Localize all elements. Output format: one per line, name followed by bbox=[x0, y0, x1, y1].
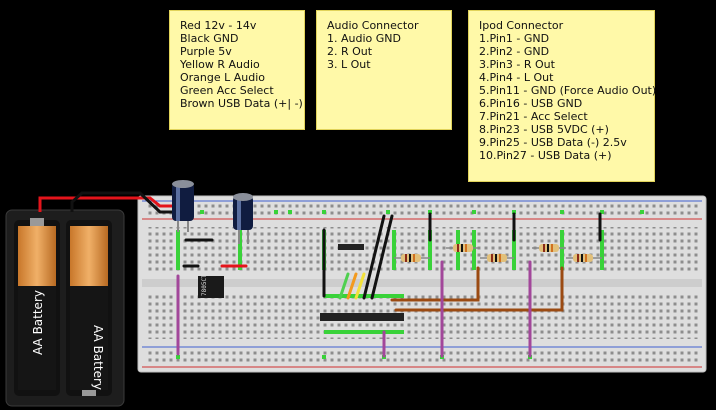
note-line: 2. R Out bbox=[327, 45, 373, 58]
resistor-1 bbox=[394, 254, 430, 262]
wires bbox=[176, 212, 602, 358]
resistor-3 bbox=[480, 254, 514, 262]
note-line: Purple 5v bbox=[180, 45, 232, 58]
note-line: Audio Connector bbox=[327, 19, 419, 32]
note-line: Yellow R Audio bbox=[180, 58, 260, 71]
note-line: 10.Pin27 - USB Data (+) bbox=[479, 149, 612, 162]
regulator-label: 7805CT bbox=[201, 274, 208, 296]
note-line: 3. L Out bbox=[327, 58, 371, 71]
note-line: 3.Pin3 - R Out bbox=[479, 58, 555, 71]
note-line: 6.Pin16 - USB GND bbox=[479, 97, 583, 110]
note-line: Black GND bbox=[180, 32, 239, 45]
note-audio-connector: Audio Connector 1. Audio GND 2. R Out 3.… bbox=[316, 10, 452, 130]
note-line: 9.Pin25 - USB Data (-) 2.5v bbox=[479, 136, 627, 149]
note-line: 2.Pin2 - GND bbox=[479, 45, 550, 58]
ipod-header bbox=[320, 313, 404, 321]
battery-leads bbox=[38, 191, 186, 214]
resistor-2 bbox=[446, 244, 480, 252]
note-line: 7.Pin21 - Acc Select bbox=[479, 110, 588, 123]
note-line: 1.Pin1 - GND bbox=[479, 32, 550, 45]
resistor-5 bbox=[566, 254, 602, 262]
resistor-4 bbox=[532, 244, 566, 252]
note-line: 5.Pin11 - GND (Force Audio Out) bbox=[479, 84, 657, 97]
note-line: Red 12v - 14v bbox=[180, 19, 257, 32]
capacitor-2 bbox=[233, 193, 253, 244]
battery-label-1: AA Battery bbox=[31, 290, 45, 355]
battery-pack: AA Battery AA Battery bbox=[5, 209, 125, 407]
note-line: 1. Audio GND bbox=[327, 32, 401, 45]
note-line: Green Acc Select bbox=[180, 84, 274, 97]
capacitor-1 bbox=[172, 180, 194, 232]
battery-label-2: AA Battery bbox=[91, 325, 105, 390]
note-line: 4.Pin4 - L Out bbox=[479, 71, 554, 84]
audio-header bbox=[338, 244, 364, 250]
note-line: Orange L Audio bbox=[180, 71, 266, 84]
note-line: Brown USB Data (+| -) bbox=[180, 97, 303, 110]
voltage-regulator: 7805CT bbox=[198, 274, 224, 298]
note-wire-colors: Red 12v - 14v Black GND Purple 5v Yellow… bbox=[169, 10, 305, 130]
note-line: 8.Pin23 - USB 5VDC (+) bbox=[479, 123, 609, 136]
note-line: Ipod Connector bbox=[479, 19, 564, 32]
note-ipod-connector: Ipod Connector 1.Pin1 - GND 2.Pin2 - GND… bbox=[468, 10, 657, 182]
